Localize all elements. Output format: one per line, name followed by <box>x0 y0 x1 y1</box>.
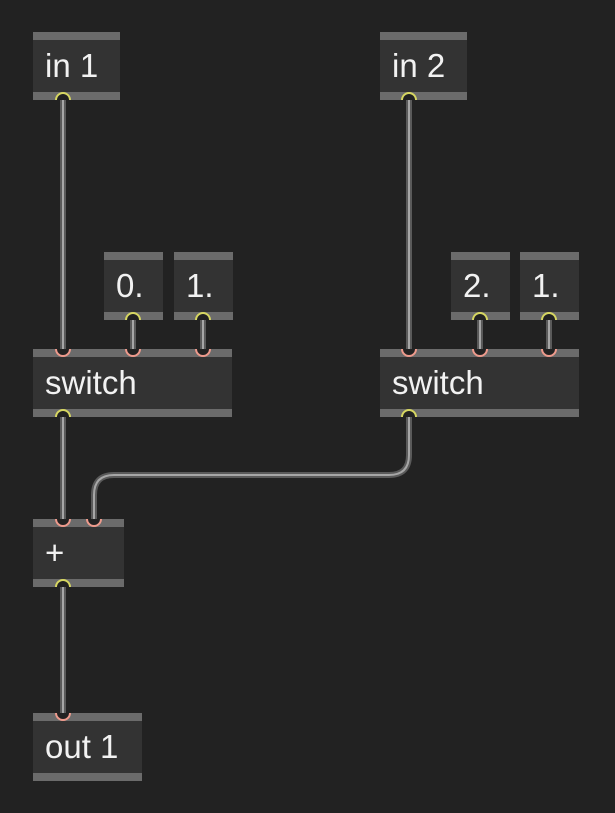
object-switch-right[interactable]: switch <box>380 349 579 417</box>
outlet[interactable] <box>195 311 211 320</box>
object-bar <box>520 252 579 260</box>
object-bar <box>104 252 163 260</box>
inlet-middle[interactable] <box>125 349 141 358</box>
inlet-right[interactable] <box>541 349 557 358</box>
object-out-1[interactable]: out 1 <box>33 713 142 781</box>
outlet[interactable] <box>125 311 141 320</box>
object-bar <box>33 92 120 100</box>
object-label: in 1 <box>45 47 99 84</box>
inlet-left[interactable] <box>55 349 71 358</box>
inlet-left[interactable] <box>55 519 71 528</box>
object-label: out 1 <box>45 728 119 765</box>
object-bar <box>451 252 510 260</box>
object-bar <box>380 32 467 40</box>
inlet-right[interactable] <box>86 519 102 528</box>
message-2[interactable]: 2. <box>451 252 510 320</box>
message-1-right[interactable]: 1. <box>520 252 579 320</box>
object-bar <box>174 252 233 260</box>
object-switch-left[interactable]: switch <box>33 349 232 417</box>
inlet-left[interactable] <box>401 349 417 358</box>
outlet[interactable] <box>541 311 557 320</box>
outlet[interactable] <box>55 578 71 587</box>
object-in-2[interactable]: in 2 <box>380 32 467 100</box>
object-label: switch <box>45 364 137 401</box>
inlet-left[interactable] <box>55 713 71 722</box>
outlet[interactable] <box>55 91 71 100</box>
message-0[interactable]: 0. <box>104 252 163 320</box>
object-in-1[interactable]: in 1 <box>33 32 120 100</box>
object-label: switch <box>392 364 484 401</box>
outlet[interactable] <box>401 91 417 100</box>
message-label: 0. <box>116 267 144 304</box>
object-bar <box>33 713 142 721</box>
object-plus[interactable]: + <box>33 519 124 587</box>
outlet[interactable] <box>472 311 488 320</box>
object-bar <box>380 409 579 417</box>
object-bar <box>33 32 120 40</box>
outlet[interactable] <box>401 408 417 417</box>
object-bar <box>33 773 142 781</box>
object-label: in 2 <box>392 47 446 84</box>
object-bar <box>33 519 124 527</box>
inlet-middle[interactable] <box>472 349 488 358</box>
object-bar <box>33 409 232 417</box>
object-label: + <box>45 534 65 571</box>
object-bar <box>33 579 124 587</box>
object-bar <box>380 92 467 100</box>
message-label: 1. <box>532 267 560 304</box>
outlet[interactable] <box>55 408 71 417</box>
inlet-right[interactable] <box>195 349 211 358</box>
cord-switch2-to-plus-right[interactable] <box>91 410 412 523</box>
message-label: 2. <box>463 267 491 304</box>
message-1[interactable]: 1. <box>174 252 233 320</box>
message-label: 1. <box>186 267 214 304</box>
